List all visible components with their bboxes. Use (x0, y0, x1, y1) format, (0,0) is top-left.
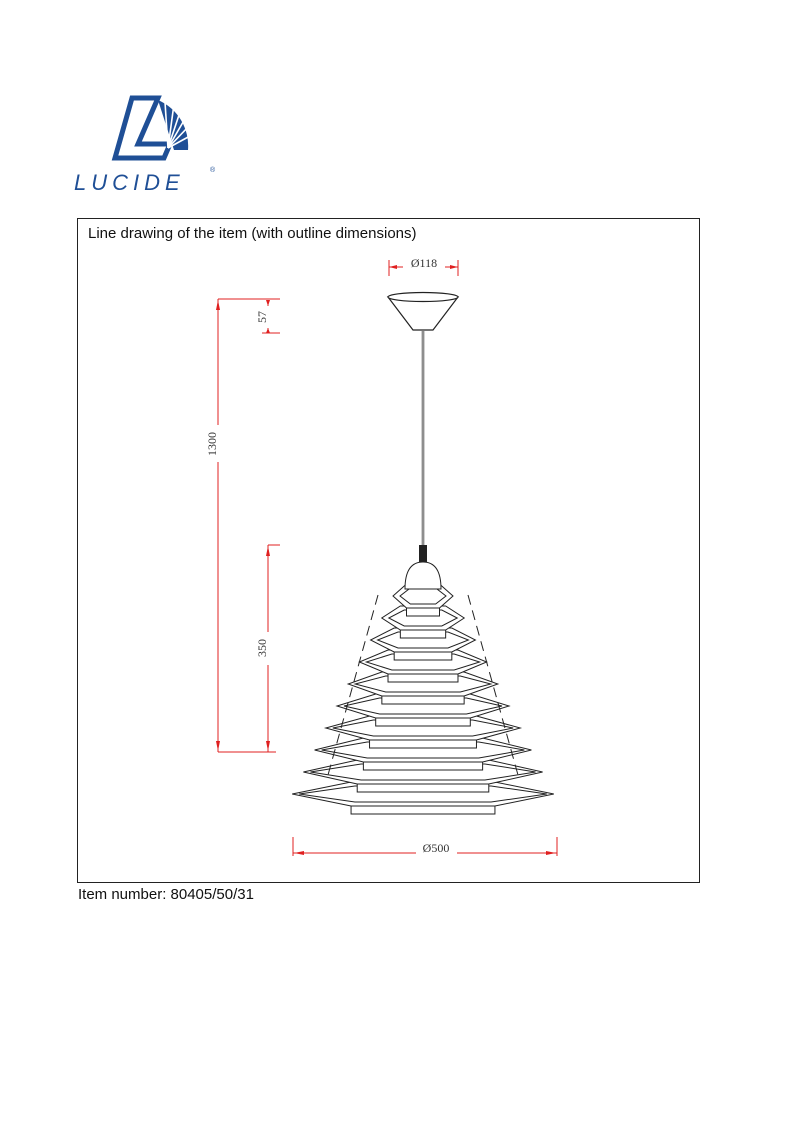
dimension-lines (217, 260, 558, 856)
shade-ring-inner (387, 609, 459, 627)
drawing-frame (77, 218, 700, 883)
svg-text:®: ® (210, 166, 216, 174)
drawing-caption: Line drawing of the item (with outline d… (88, 225, 417, 242)
lucide-logo: LUCIDE ® (74, 95, 216, 195)
shade-ring-bar (350, 805, 496, 815)
shade-ring-inner (399, 587, 447, 605)
shade-ring-bar (356, 783, 490, 793)
top-dome (404, 561, 442, 590)
dim-shade-height: 350 (255, 639, 269, 657)
shade-ring-bar (381, 695, 465, 705)
connector (419, 545, 427, 563)
item-number: Item number: 80405/50/31 (78, 886, 254, 903)
shade-ring-bar (393, 651, 453, 661)
canopy (386, 291, 460, 331)
shade-ring-bar (406, 607, 440, 617)
shade-ring-bar (387, 673, 459, 683)
shade-ring-bar (399, 629, 447, 639)
pyramid-shade (292, 583, 554, 815)
shade-ring-bar (362, 761, 484, 771)
dimension-arrows (216, 265, 556, 855)
shade-ring-bar (375, 717, 471, 727)
dim-canopy-diameter: Ø118 (411, 256, 437, 270)
shade-ring-bar (369, 739, 477, 749)
dim-shade-diameter: Ø500 (423, 841, 450, 855)
dim-canopy-height: 57 (255, 311, 269, 323)
svg-text:LUCIDE: LUCIDE (74, 170, 185, 195)
dim-total-height: 1300 (205, 432, 219, 456)
